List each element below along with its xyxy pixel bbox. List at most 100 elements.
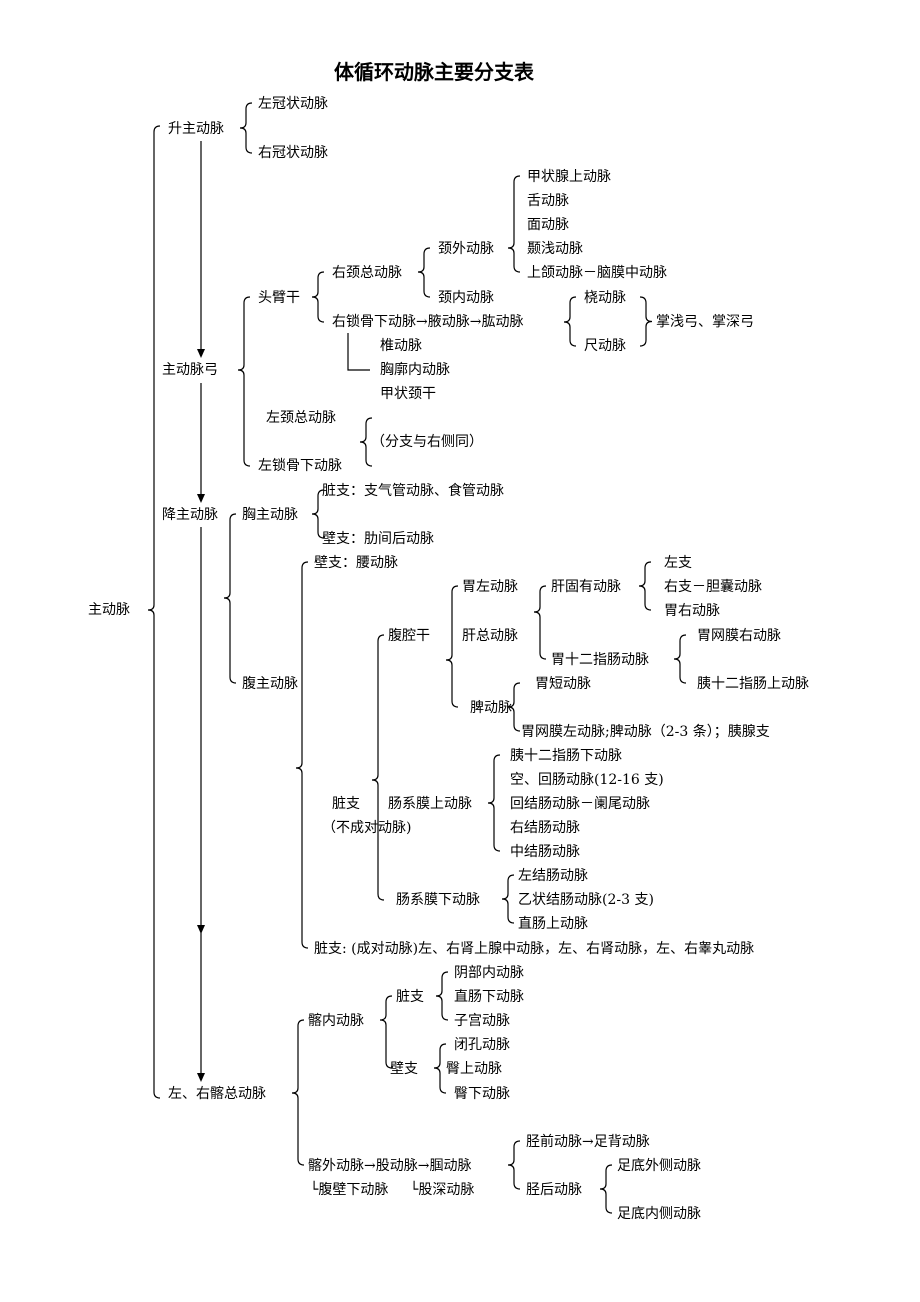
brace-right-common-carotid (417, 247, 431, 298)
label-left-branch: 左支 (664, 555, 692, 571)
brace-posterior-tibial (599, 1164, 613, 1214)
label-vertebral: 椎动脉 (380, 338, 422, 354)
label-descending-aorta: 降主动脉 (162, 507, 218, 523)
label-sigmoid: 乙状结肠动脉(2-3 支) (518, 892, 654, 908)
brace-ascending (239, 102, 253, 154)
label-thyrocervical: 甲状颈干 (380, 386, 436, 402)
label-external-iliac-chain: 髂外动脉→股动脉→腘动脉 (308, 1158, 472, 1174)
label-right-branch-cystic: 右支－胆囊动脉 (664, 579, 762, 595)
label-abdominal-parietal: 壁支：腰动脉 (314, 555, 398, 571)
brace-unpaired-visceral (371, 634, 385, 901)
label-inferior-gluteal: 臀下动脉 (454, 1086, 510, 1102)
label-right-gastric: 胃右动脉 (664, 603, 720, 619)
label-subclavian-chain: 右锁骨下动脉→腋动脉→肱动脉 (332, 314, 524, 330)
label-right-common-carotid: 右颈总动脉 (332, 265, 402, 281)
label-obturator: 闭孔动脉 (454, 1037, 510, 1053)
label-right-gastroepiploic: 胃网膜右动脉 (697, 628, 781, 644)
label-aorta: 主动脉 (88, 602, 130, 618)
brace-splenic (507, 682, 521, 732)
label-internal-visceral: 脏支 (396, 989, 424, 1005)
label-aortic-arch: 主动脉弓 (162, 362, 218, 378)
label-left-coronary: 左冠状动脉 (258, 96, 328, 112)
arrow-descending-head (197, 494, 205, 503)
label-paired-visceral: 脏支: (成对动脉)左、右肾上腺中动脉，左、右肾动脉，左、右睾丸动脉 (314, 941, 755, 957)
label-common-iliac: 左、右髂总动脉 (168, 1086, 266, 1102)
label-external-carotid: 颈外动脉 (438, 241, 494, 257)
label-abdominal-aorta: 腹主动脉 (242, 676, 298, 692)
brace-proper-hepatic (638, 561, 652, 611)
brace-common-iliac (291, 1019, 305, 1166)
label-thoracic-aorta: 胸主动脉 (242, 507, 298, 523)
brace-external-carotid (507, 175, 521, 273)
label-maxillary: 上颌动脉－脑膜中动脉 (527, 265, 667, 281)
label-gastroduodenal: 胃十二指肠动脉 (551, 652, 649, 668)
label-celiac-trunk: 腹腔干 (388, 628, 430, 644)
brace-arch (237, 296, 251, 467)
brace-gastroduodenal (673, 634, 687, 684)
label-internal-thoracic: 胸廓内动脉 (380, 362, 450, 378)
label-posterior-tibial: 胫后动脉 (526, 1182, 582, 1198)
label-superior-pancreaticoduodenal: 胰十二指肠上动脉 (697, 676, 809, 692)
brace-abdominal (295, 561, 309, 949)
label-internal-carotid: 颈内动脉 (438, 290, 494, 306)
label-left-colic: 左结肠动脉 (518, 868, 588, 884)
label-uterine: 子宫动脉 (454, 1013, 510, 1029)
label-common-hepatic: 肝总动脉 (462, 628, 518, 644)
label-unpaired-note: （不成对动脉) (322, 820, 412, 836)
label-internal-parietal: 壁支 (390, 1061, 418, 1077)
label-internal-pudendal: 阴部内动脉 (454, 965, 524, 981)
label-same-as-right: （分支与右侧同） (371, 434, 483, 450)
brace-celiac (445, 585, 459, 708)
label-ileocolic: 回结肠动脉－阑尾动脉 (510, 796, 650, 812)
page-title: 体循环动脉主要分支表 (334, 60, 534, 84)
label-thoracic-visceral: 脏支：支气管动脉、食管动脉 (322, 483, 504, 499)
label-right-coronary: 右冠状动脉 (258, 145, 328, 161)
label-deep-femoral: └股深动脉 (410, 1182, 475, 1198)
label-middle-colic: 中结肠动脉 (510, 844, 580, 860)
brace-popliteal (507, 1140, 521, 1190)
label-splenic: 脾动脉 (470, 700, 512, 716)
label-unpaired-visceral: 脏支 (332, 796, 360, 812)
brace-brachial (563, 296, 577, 347)
brace-common-hepatic (533, 585, 547, 660)
label-brachiocephalic-trunk: 头臂干 (258, 290, 300, 306)
label-inferior-epigastric: └腹壁下动脉 (310, 1182, 389, 1198)
label-palmar-arches: 掌浅弓、掌深弓 (656, 314, 754, 330)
label-inferior-pancreaticoduodenal: 胰十二指肠下动脉 (510, 748, 622, 764)
label-superior-rectal: 直肠上动脉 (518, 916, 588, 932)
brace-internal-visceral (435, 971, 449, 1021)
label-superior-mesenteric: 肠系膜上动脉 (388, 796, 472, 812)
brace-descending (223, 513, 237, 684)
brace-inferior-mesenteric (501, 874, 515, 924)
label-inferior-rectal: 直肠下动脉 (454, 989, 524, 1005)
label-left-subclavian: 左锁骨下动脉 (258, 458, 342, 474)
label-lingual: 舌动脉 (527, 193, 569, 209)
label-proper-hepatic: 肝固有动脉 (551, 579, 621, 595)
brace-aorta (147, 125, 161, 1099)
label-superior-thyroid: 甲状腺上动脉 (527, 169, 611, 185)
brace-internal-iliac (379, 995, 393, 1069)
label-left-common-carotid: 左颈总动脉 (266, 410, 336, 426)
label-lateral-plantar: 足底外侧动脉 (617, 1158, 701, 1174)
label-splenic-branches: 胃网膜左动脉;脾动脉（2-3 条）；胰腺支 (521, 724, 770, 740)
arrow-abdominal-head (197, 925, 205, 934)
label-radial: 桡动脉 (584, 290, 626, 306)
connector-subclavian-branches (347, 333, 370, 371)
label-medial-plantar: 足底内侧动脉 (617, 1206, 701, 1222)
brace-left-arch (359, 417, 373, 467)
label-thoracic-parietal: 壁支：肋间后动脉 (322, 531, 434, 547)
arrow-iliac-head (197, 1073, 205, 1082)
brace-palmar (639, 296, 653, 347)
label-right-colic: 右结肠动脉 (510, 820, 580, 836)
label-facial: 面动脉 (527, 217, 569, 233)
brace-superior-mesenteric (487, 754, 501, 852)
label-short-gastric: 胃短动脉 (535, 676, 591, 692)
label-inferior-mesenteric: 肠系膜下动脉 (396, 892, 480, 908)
label-left-gastric: 胃左动脉 (462, 579, 518, 595)
brace-brachiocephalic (311, 271, 325, 323)
label-anterior-tibial: 胫前动脉→足背动脉 (526, 1134, 650, 1150)
arrow-arch-head (197, 349, 205, 358)
label-ulnar: 尺动脉 (584, 338, 626, 354)
